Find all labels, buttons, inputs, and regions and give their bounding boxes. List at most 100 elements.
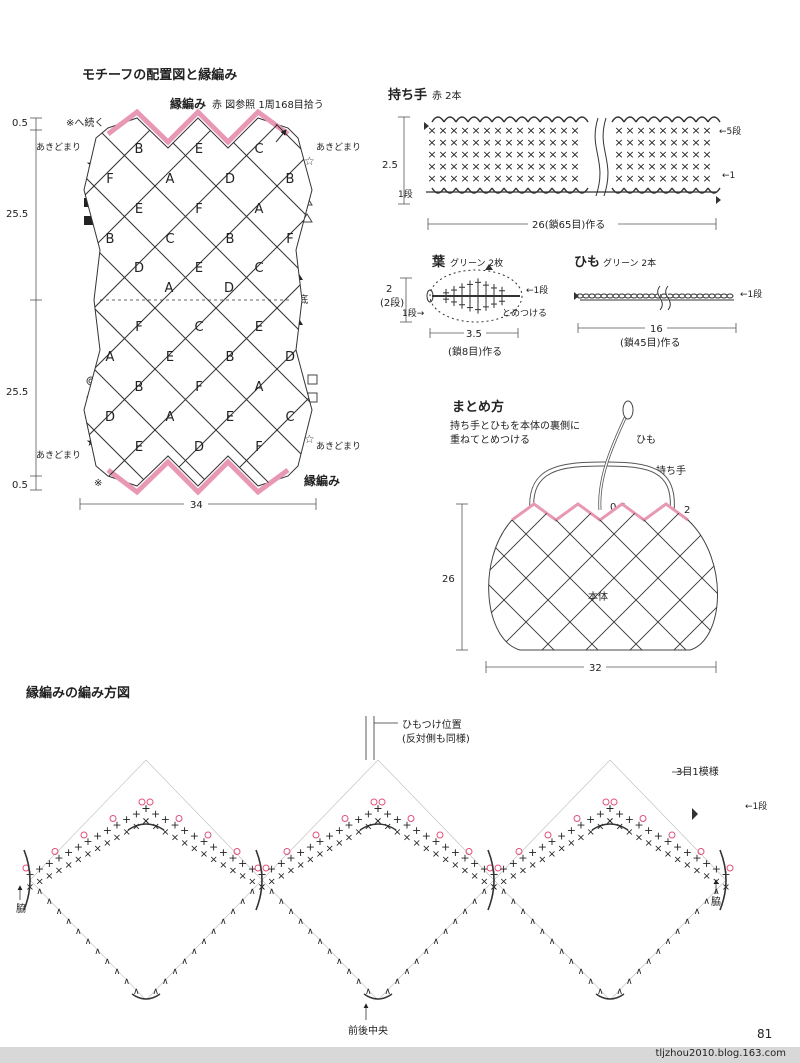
motif-letter: B <box>106 232 115 247</box>
sc-stitch: ∧ <box>191 947 198 957</box>
sc-stitch: ∧ <box>500 887 507 897</box>
sc-stitch: ∧ <box>636 967 643 977</box>
ink-stitch: × <box>470 871 478 882</box>
pink-stitch: + <box>93 830 102 843</box>
ink-stitch: × <box>325 844 333 855</box>
sc-stitch: ∧ <box>713 887 720 897</box>
handle-loop <box>707 116 721 123</box>
handle-stitch: × <box>482 148 491 161</box>
pink-stitch: + <box>209 841 218 854</box>
handle-loop <box>659 116 673 123</box>
handle-stitch: × <box>614 148 623 161</box>
handle-stitch: × <box>460 172 469 185</box>
sc-stitch: ∧ <box>133 987 140 997</box>
handle-stitch: × <box>504 124 513 137</box>
motif-letter: C <box>165 232 174 247</box>
layout-title: モチーフの配置図と縁編み <box>82 67 237 83</box>
assembly-note-line2: 重ねてとめつける <box>450 433 530 446</box>
pink-stitch: + <box>296 846 305 859</box>
handle-stitch: × <box>515 136 524 149</box>
string-dim-chain: (鎖45目)作る <box>620 336 681 349</box>
handle-stitch: × <box>559 136 568 149</box>
ink-stitch: × <box>335 838 343 849</box>
handle-stitch: × <box>515 172 524 185</box>
handle-stitch: × <box>460 136 469 149</box>
handle-stitch: × <box>537 172 546 185</box>
ink-stitch: × <box>45 871 53 882</box>
motif-letter: F <box>286 232 293 247</box>
sc-stitch: ∧ <box>346 967 353 977</box>
ink-stitch: × <box>316 849 324 860</box>
ink-stitch: × <box>84 849 92 860</box>
pink-stitch: + <box>557 830 566 843</box>
assembly-note-line1: 持ち手とひもを本体の裏側に <box>450 419 580 432</box>
string-position-note: (反対側も同様) <box>402 732 470 745</box>
sc-stitch: ∧ <box>597 987 604 997</box>
handle-dim-height: 2.5 <box>382 160 398 171</box>
ink-stitch: × <box>644 838 652 849</box>
handle-stitch: × <box>636 148 645 161</box>
pink-stitch: + <box>567 824 576 837</box>
handle-dim-width: 26(鎖65目)作る <box>532 218 605 231</box>
motif-letter: F <box>255 440 262 455</box>
handle-stitch: × <box>658 136 667 149</box>
pink-stitch: + <box>605 802 614 815</box>
ink-stitch: × <box>267 877 275 888</box>
motif-letter: D <box>105 410 115 425</box>
handle-loop <box>539 187 553 194</box>
leaf-attach-note: とめつける <box>502 308 547 319</box>
leaf-note: グリーン 2枚 <box>450 257 503 269</box>
ink-stitch: × <box>461 866 469 877</box>
handle-stitch: × <box>658 124 667 137</box>
ink-stitch: × <box>403 833 411 844</box>
ink-stitch: × <box>219 860 227 871</box>
handle-loop <box>539 116 553 123</box>
ink-stitch: × <box>142 816 150 827</box>
gap-label-bottom-right: あきどまり <box>316 441 361 452</box>
pink-stitch: + <box>141 802 150 815</box>
pink-stitch: + <box>74 841 83 854</box>
ink-stitch: × <box>142 816 150 827</box>
motif-letter: A <box>255 202 264 217</box>
ink-stitch: × <box>635 833 643 844</box>
handle-loop <box>575 187 589 194</box>
handle-loop <box>575 116 589 123</box>
gap-label-top-left: あきどまり <box>36 142 81 153</box>
border-round-label: ←1段 <box>745 800 767 812</box>
ink-stitch: × <box>596 822 604 833</box>
handle-stitch: × <box>669 160 678 173</box>
motif-letter: D <box>225 172 235 187</box>
leaf-dim-width: 3.5 <box>466 329 482 340</box>
ink-stitch: × <box>557 844 565 855</box>
dim-lower: 25.5 <box>6 387 28 398</box>
ink-stitch: × <box>480 877 488 888</box>
sc-stitch: ∧ <box>94 947 101 957</box>
pink-stitch: + <box>663 835 672 848</box>
sc-stitch: ∧ <box>104 957 111 967</box>
handle-stitch: × <box>636 124 645 137</box>
handle-stitch: × <box>471 148 480 161</box>
pink-stitch: + <box>460 852 469 865</box>
watermark-text: tljzhou2010.blog.163.com <box>655 1048 786 1059</box>
handle-stitch: × <box>636 172 645 185</box>
motif-letter: E <box>255 320 263 335</box>
handle-stitch: × <box>691 136 700 149</box>
motif-letter: E <box>195 142 203 157</box>
pink-stitch: + <box>373 802 382 815</box>
sc-stitch: ∧ <box>645 957 652 967</box>
motif-letter: A <box>106 350 115 365</box>
pink-stitch: + <box>451 846 460 859</box>
sc-stitch: ∧ <box>413 957 420 967</box>
handle-loop <box>515 187 529 194</box>
pink-stitch: + <box>54 852 63 865</box>
border-chart-title: 縁編みの編み方図 <box>26 685 130 701</box>
handle-loop <box>659 187 673 194</box>
pink-stitch: + <box>344 819 353 832</box>
ink-stitch: × <box>180 838 188 849</box>
handle-stitch: × <box>504 172 513 185</box>
gap-label-bottom-left: あきどまり <box>36 450 81 461</box>
sc-stitch: ∧ <box>529 917 536 927</box>
sc-stitch: ∧ <box>703 897 710 907</box>
handle-stitch: × <box>504 160 513 173</box>
pink-stitch: + <box>605 802 614 815</box>
